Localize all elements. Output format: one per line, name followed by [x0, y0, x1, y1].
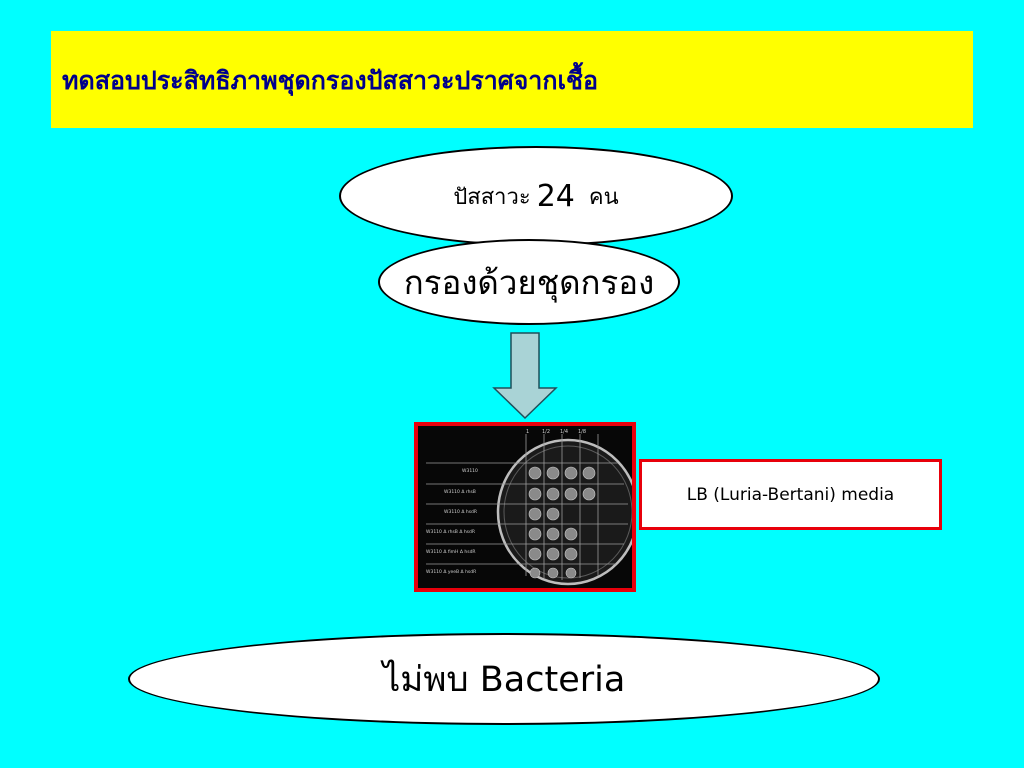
- title-bar: ทดสอบประสิทธิภาพชุดกรองปัสสาวะปราศจากเชื…: [51, 31, 973, 128]
- result-label: ไม่พบ Bacteria: [382, 659, 626, 700]
- sample-unit: คน: [588, 184, 619, 210]
- culture-plate-photo: 1 1/2 1/4 1/8 W3110 W3110 Δ rhsB W3110 Δ…: [414, 422, 636, 592]
- plate-row-label: W3110 Δ rhsB: [444, 489, 476, 495]
- plate-col-header: 1: [526, 429, 529, 435]
- sample-ellipse: ปัสสาวะ 24 คน: [339, 146, 733, 246]
- plate-col-header: 1/2: [542, 429, 550, 435]
- media-label: LB (Luria-Bertani) media: [686, 484, 895, 505]
- plate-row-label: W3110 Δ yeeB Δ hsdR: [426, 569, 476, 575]
- slide-title: ทดสอบประสิทธิภาพชุดกรองปัสสาวะปราศจากเชื…: [62, 66, 599, 95]
- result-ellipse: ไม่พบ Bacteria: [128, 633, 880, 725]
- down-arrow-icon: [492, 332, 558, 420]
- filter-step-ellipse: กรองด้วยชุดกรอง: [378, 239, 680, 325]
- plate-col-header: 1/4: [560, 429, 568, 435]
- petri-dish-image: 1 1/2 1/4 1/8 W3110 W3110 Δ rhsB W3110 Δ…: [418, 426, 632, 588]
- plate-row-label: W3110 Δ rhsB Δ hsdR: [426, 529, 475, 535]
- filter-step-label: กรองด้วยชุดกรอง: [403, 262, 655, 302]
- plate-row-label: W3110 Δ hsdR: [444, 509, 477, 515]
- sample-label: ปัสสาวะ: [453, 184, 531, 210]
- media-label-box: LB (Luria-Bertani) media: [639, 459, 942, 530]
- plate-col-header: 1/8: [578, 429, 586, 435]
- plate-row-label: W3110: [462, 468, 478, 474]
- sample-count: 24: [536, 178, 575, 214]
- plate-row-label: W3110 Δ fimH Δ hsdR: [426, 549, 476, 555]
